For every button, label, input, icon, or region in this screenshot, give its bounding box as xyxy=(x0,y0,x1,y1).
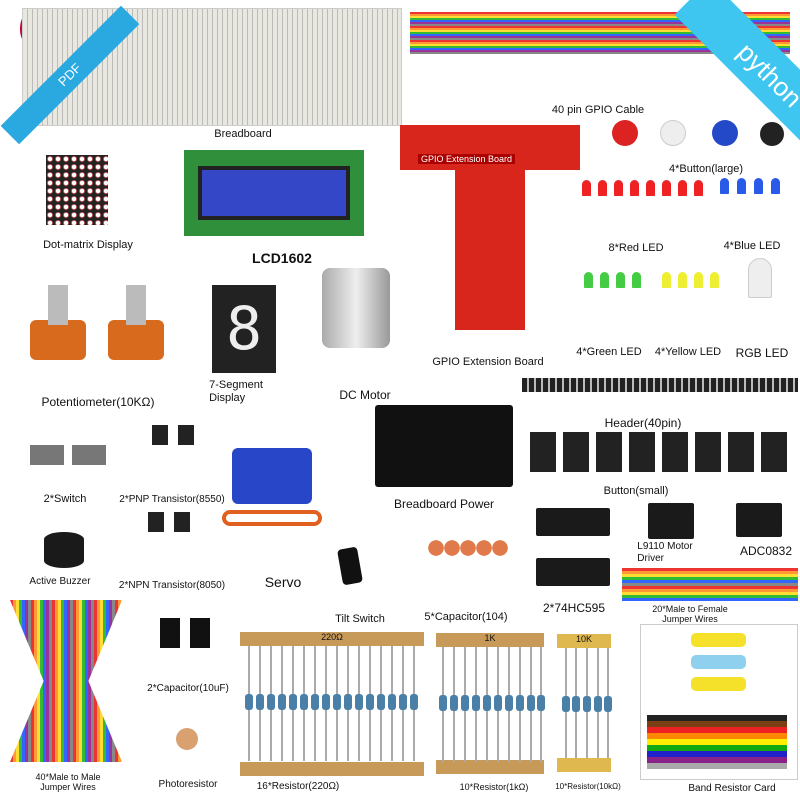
gpio-board-print: GPIO Extension Board xyxy=(418,154,516,164)
label-switch: 2*Switch xyxy=(43,493,87,505)
tape-10k: 10K xyxy=(557,634,611,648)
switch-image xyxy=(30,445,110,465)
buzzer-image xyxy=(44,532,84,568)
label-lcd: LCD1602 xyxy=(252,250,312,266)
label-photoresistor: Photoresistor xyxy=(158,779,218,790)
potentiometer-image-1 xyxy=(30,320,86,360)
label-seven-segment-line2: Display xyxy=(209,391,246,404)
label-breadboard: Breadboard xyxy=(214,128,272,140)
tape-10k-text: 10K xyxy=(575,634,592,644)
label-header: Header(40pin) xyxy=(604,416,682,430)
gpio-board-stem xyxy=(455,170,525,330)
potentiometer-knob-2 xyxy=(126,285,146,325)
button-large-blue xyxy=(712,120,738,146)
label-blue-led: 4*Blue LED xyxy=(723,240,781,252)
label-npn: 2*NPN Transistor(8050) xyxy=(118,580,226,591)
tape-1k-text: 1K xyxy=(484,633,496,643)
label-adc: ADC0832 xyxy=(739,544,793,558)
label-l9110-line2: Driver xyxy=(637,552,664,564)
adc-chip xyxy=(736,503,782,537)
header-pins-image xyxy=(522,378,798,392)
button-large-black xyxy=(760,122,784,146)
label-seven-segment-line1: 7-Segment xyxy=(209,379,263,391)
tape-1k: 1K xyxy=(436,633,544,647)
button-large-white xyxy=(660,120,686,146)
dot-matrix-image xyxy=(46,155,108,225)
label-mf-wires-line2: Jumper Wires xyxy=(662,614,718,625)
shift-register-chip-2 xyxy=(536,558,610,586)
label-dot-matrix: Dot-matrix Display xyxy=(43,239,133,251)
servo-cable xyxy=(222,510,322,526)
label-servo: Servo xyxy=(264,574,302,590)
mf-jumper-wires-image xyxy=(622,568,798,601)
label-green-led: 4*Green LED xyxy=(576,346,642,358)
tape-220: 220Ω xyxy=(240,632,424,646)
label-gpio-cable: 40 pin GPIO Cable xyxy=(551,104,645,116)
label-mm-wires-line2: Jumper Wires xyxy=(40,782,96,793)
photoresistor-image xyxy=(176,728,198,750)
label-cap104: 5*Capacitor(104) xyxy=(424,611,508,623)
rgb-led-image xyxy=(748,258,772,298)
shift-register-chip-1 xyxy=(536,508,610,536)
servo-image xyxy=(232,448,312,504)
label-gpio-board: GPIO Extension Board xyxy=(432,356,544,368)
label-yellow-led: 4*Yellow LED xyxy=(654,346,722,358)
label-tilt: Tilt Switch xyxy=(335,613,385,625)
label-r1k: 10*Resistor(1kΩ) xyxy=(459,782,529,792)
label-r10k: 10*Resistor(10kΩ) xyxy=(555,782,621,791)
label-pnp: 2*PNP Transistor(8550) xyxy=(119,494,225,505)
potentiometer-knob-1 xyxy=(48,285,68,325)
button-large-red xyxy=(612,120,638,146)
label-button-small: Button(small) xyxy=(603,485,669,497)
label-buzzer: Active Buzzer xyxy=(29,576,91,587)
label-resistor-card: Band Resistor Card xyxy=(688,783,776,794)
tape-1k-bottom xyxy=(436,760,544,774)
label-rgb-led: RGB LED xyxy=(735,346,789,360)
tape-220-text: 220Ω xyxy=(321,632,343,642)
label-shift-reg: 2*74HC595 xyxy=(542,601,606,615)
label-breadboard-power: Breadboard Power xyxy=(393,497,495,511)
pnp-transistor-image xyxy=(152,425,194,445)
seven-segment-image: 8 xyxy=(212,285,276,373)
tilt-switch-image xyxy=(337,546,363,586)
label-r220: 16*Resistor(220Ω) xyxy=(256,781,340,792)
breadboard-power-image xyxy=(375,405,513,487)
npn-transistor-image xyxy=(148,512,190,532)
dc-motor-image xyxy=(322,268,390,348)
tape-220-bottom xyxy=(240,762,424,776)
capacitor-104-image xyxy=(428,538,508,558)
label-mm-wires-line1: 40*Male to Male xyxy=(35,772,101,782)
label-mf-wires-line1: 20*Male to Female xyxy=(652,604,728,614)
label-potentiometer: Potentiometer(10KΩ) xyxy=(41,395,155,409)
resistor-card-image xyxy=(640,624,798,780)
label-l9110-line1: L9110 Motor xyxy=(637,541,693,552)
lcd-image xyxy=(184,150,364,236)
mm-jumper-wires-image xyxy=(10,600,122,762)
l9110-chip xyxy=(648,503,694,539)
button-small-image xyxy=(530,432,792,472)
label-dc-motor: DC Motor xyxy=(339,388,391,402)
label-red-led: 8*Red LED xyxy=(608,242,664,254)
label-cap10uf: 2*Capacitor(10uF) xyxy=(147,683,229,694)
potentiometer-image-2 xyxy=(108,320,164,360)
label-button-large: 4*Button(large) xyxy=(669,163,743,175)
capacitor-10uf-image xyxy=(160,618,212,648)
tape-10k-bottom xyxy=(557,758,611,772)
